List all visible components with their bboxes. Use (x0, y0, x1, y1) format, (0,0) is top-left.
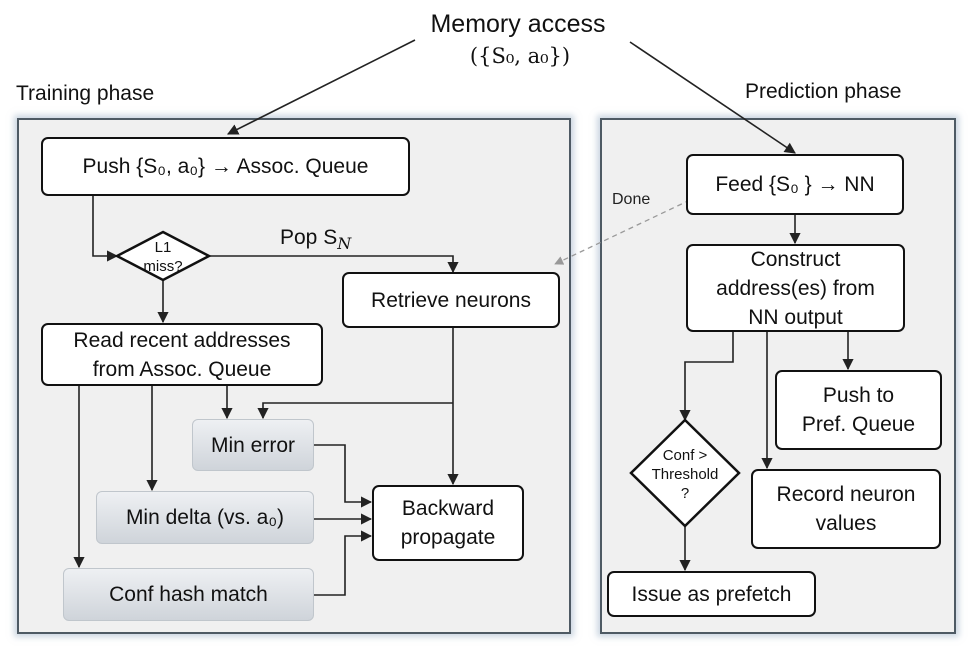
arrow-construct-to-conf (679, 332, 734, 422)
retrieve-neurons-box: Retrieve neurons (342, 272, 560, 328)
issue-prefetch-box: Issue as prefetch (607, 571, 816, 617)
backward-propagate-box: Backward propagate (372, 485, 524, 561)
feed-nn-label: Feed {S₀ } → NN (715, 173, 875, 196)
construct-line2: address(es) from (716, 276, 875, 300)
push-pref-line2: Pref. Queue (801, 413, 916, 436)
record-line1: Record neuron (776, 483, 916, 506)
read-recent-addresses-box: Read recent addresses from Assoc. Queue (41, 323, 323, 386)
l1-miss-line2: miss? (143, 258, 183, 275)
min-error-box: Min error (192, 419, 314, 471)
arrow-retrieve-to-minerror (257, 402, 453, 420)
record-neuron-box: Record neuron values (751, 469, 941, 549)
conf-hash-match-box: Conf hash match (63, 568, 314, 621)
l1-miss-line1: L1 (154, 239, 172, 256)
conf-line2: Threshold (651, 465, 719, 483)
pop-label-text: Pop S (280, 226, 338, 249)
backward-line2: propagate (400, 526, 496, 549)
pop-label: Pop SN (280, 226, 351, 253)
read-recent-line2: from Assoc. Queue (92, 357, 272, 381)
push-pref-queue-box: Push to Pref. Queue (775, 370, 942, 450)
l1-miss-text: L1 miss? (123, 236, 203, 278)
conf-threshold-text: Conf > Threshold ? (636, 446, 734, 502)
arrow-push-to-l1 (92, 196, 119, 262)
arrow-confhash-to-backward (314, 530, 373, 596)
arrow-done-dashed (554, 199, 691, 265)
feed-nn-box: Feed {S₀ } → NN (686, 154, 904, 215)
construct-line1: Construct (750, 247, 841, 271)
conf-hash-match-label: Conf hash match (109, 583, 268, 606)
pop-label-subscript: N (337, 234, 352, 254)
diagram-title: Memory access (430, 10, 606, 38)
push-assoc-queue-label: Push {S₀, a₀} → Assoc. Queue (82, 155, 369, 178)
prediction-phase-label: Prediction phase (745, 80, 902, 103)
construct-line3: NN output (748, 305, 843, 329)
diagram-subtitle: ({S₀, a₀}) (469, 44, 571, 68)
conf-line3: ? (680, 484, 690, 502)
push-assoc-queue-box: Push {S₀, a₀} → Assoc. Queue (41, 137, 410, 196)
min-error-label: Min error (210, 433, 295, 457)
arrow-memory-to-training (226, 39, 416, 135)
min-delta-label: Min delta (vs. a₀) (125, 506, 285, 529)
min-delta-box: Min delta (vs. a₀) (96, 491, 314, 544)
read-recent-line1: Read recent addresses (73, 328, 291, 352)
construct-address-box: Construct address(es) from NN output (686, 244, 905, 332)
done-label: Done (612, 191, 651, 208)
conf-threshold-diamond (629, 418, 741, 528)
push-pref-line1: Push to (822, 384, 895, 407)
arrow-l1-to-retrieve (209, 255, 459, 274)
backward-line1: Backward (401, 497, 495, 520)
conf-line1: Conf > (662, 446, 708, 464)
arrow-minerror-to-backward (314, 444, 373, 508)
l1-miss-diamond (114, 230, 212, 282)
arrow-memory-to-prediction (629, 41, 796, 154)
retrieve-neurons-label: Retrieve neurons (371, 288, 531, 312)
record-line2: values (815, 512, 877, 535)
training-phase-label: Training phase (16, 82, 155, 105)
issue-prefetch-label: Issue as prefetch (631, 582, 792, 606)
